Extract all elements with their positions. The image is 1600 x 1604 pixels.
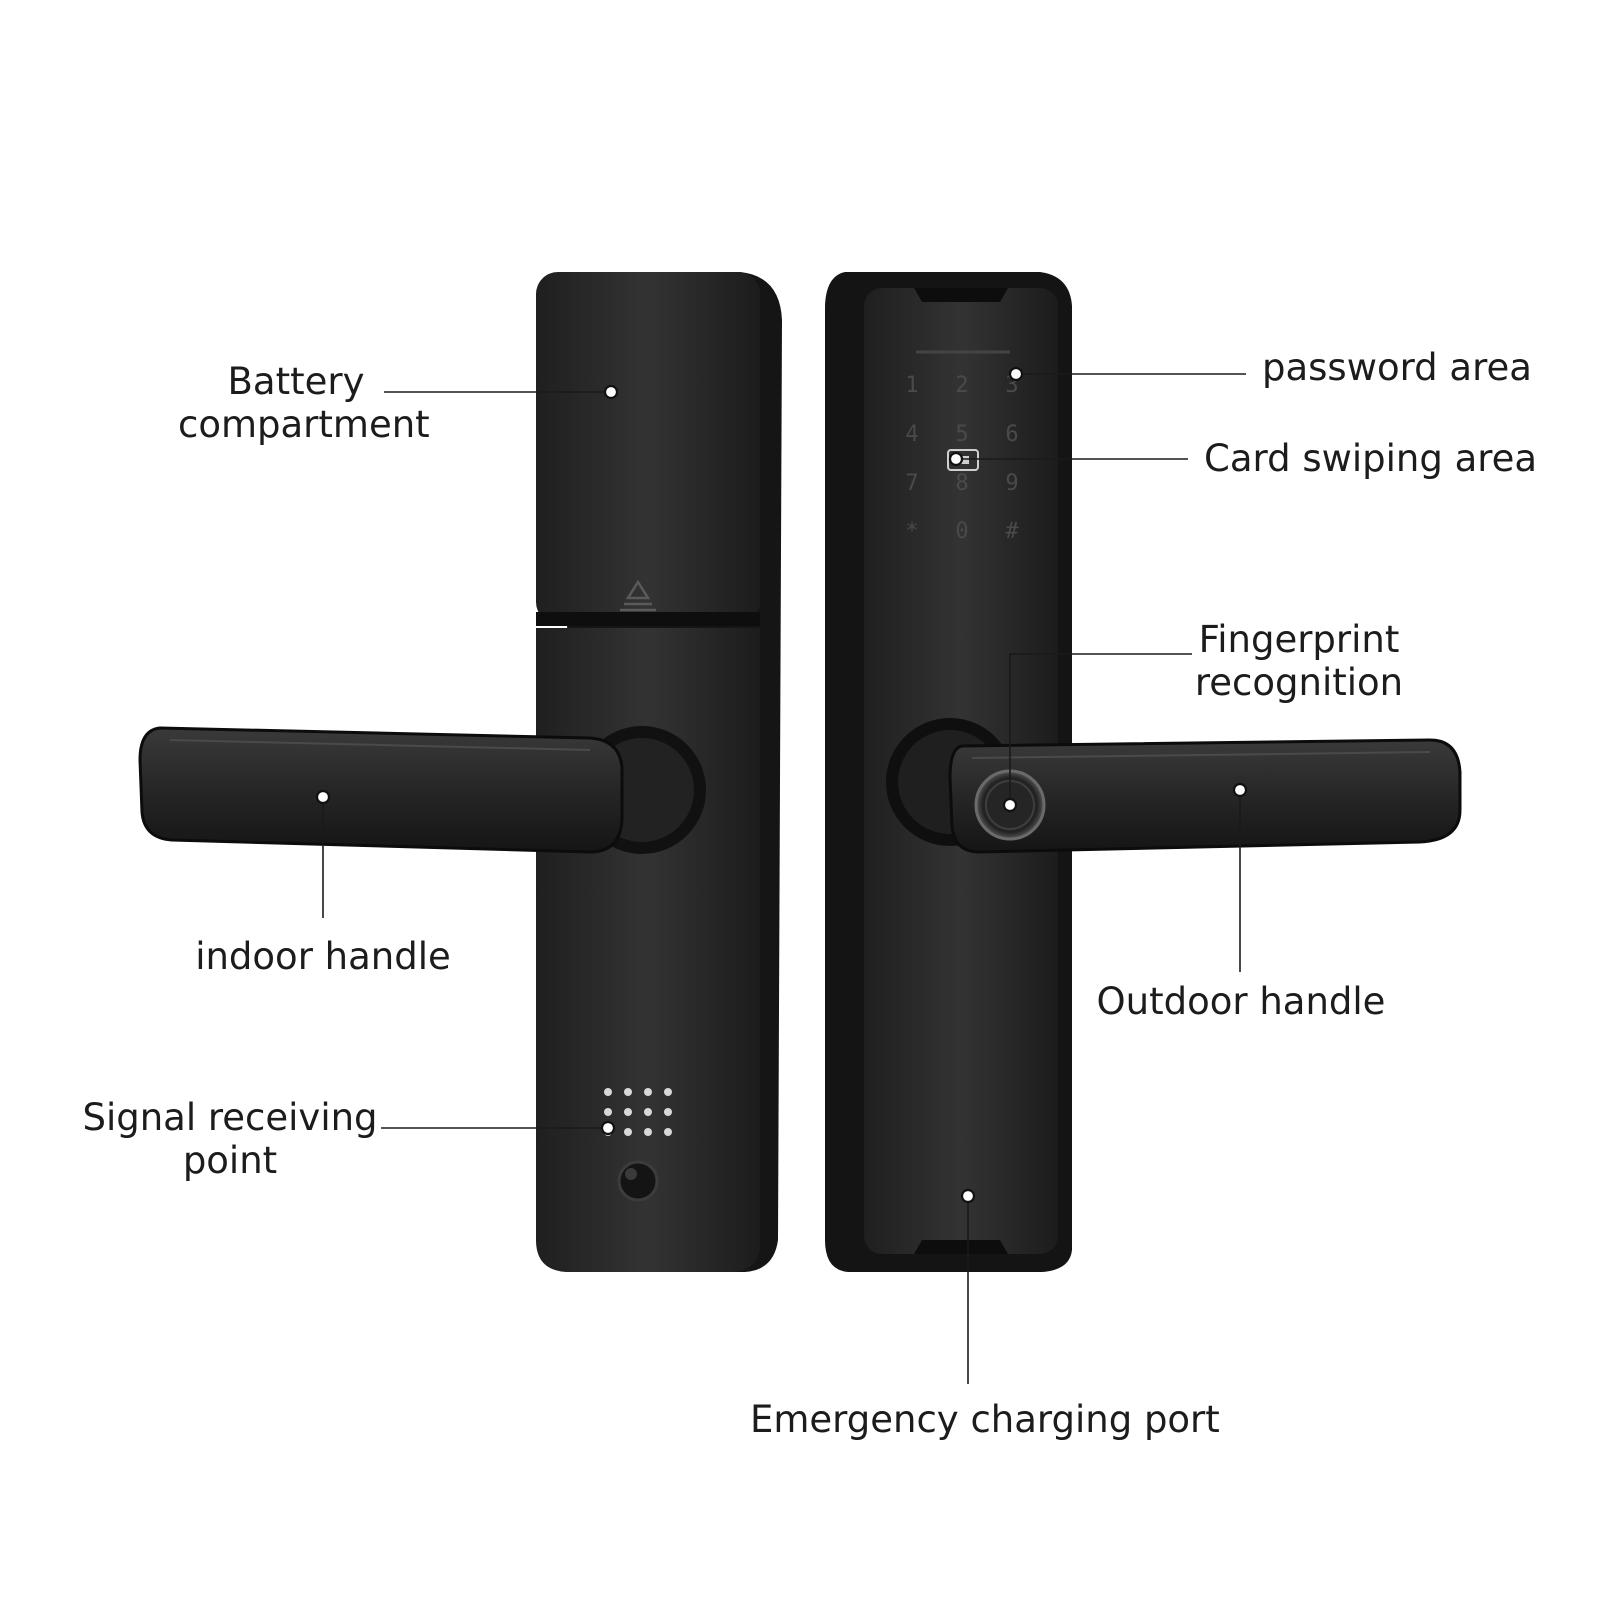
keypad-key: 0: [955, 519, 968, 544]
battery-release-icon: [620, 579, 656, 612]
label-card-swiping-area: Card swiping area: [1204, 437, 1538, 480]
keypad-key: 7: [905, 471, 918, 496]
keypad-key: 4: [905, 422, 918, 447]
keypad-key: 5: [955, 422, 968, 447]
callout-dots: [315, 366, 1248, 1204]
label-emergency-charging-port: Emergency charging port: [750, 1398, 1220, 1441]
keypad-key: 9: [1005, 471, 1018, 496]
battery-cover: [536, 272, 760, 624]
keypad-key: 8: [955, 471, 968, 496]
keypad-key: 1: [905, 373, 918, 398]
label-password-area: password area: [1262, 346, 1532, 389]
label-indoor-handle: indoor handle: [195, 935, 451, 978]
indoor-handle: [138, 726, 706, 854]
keypad-key: 2: [955, 373, 968, 398]
label-fingerprint-recognition: Fingerprint recognition: [1194, 618, 1404, 704]
key-knob-icon: [617, 1160, 659, 1202]
keypad-key: *: [905, 519, 918, 544]
outdoor-handle: [886, 718, 1462, 854]
callout-lines: [322, 373, 1246, 1384]
label-outdoor-handle: Outdoor handle: [1096, 980, 1386, 1023]
card-icon: [947, 449, 979, 471]
keypad-key: 6: [1005, 422, 1018, 447]
keypad-key: #: [1005, 519, 1019, 544]
label-battery-compartment: Battery compartment: [178, 360, 430, 446]
label-signal-receiving-point: Signal receiving point: [82, 1096, 378, 1182]
